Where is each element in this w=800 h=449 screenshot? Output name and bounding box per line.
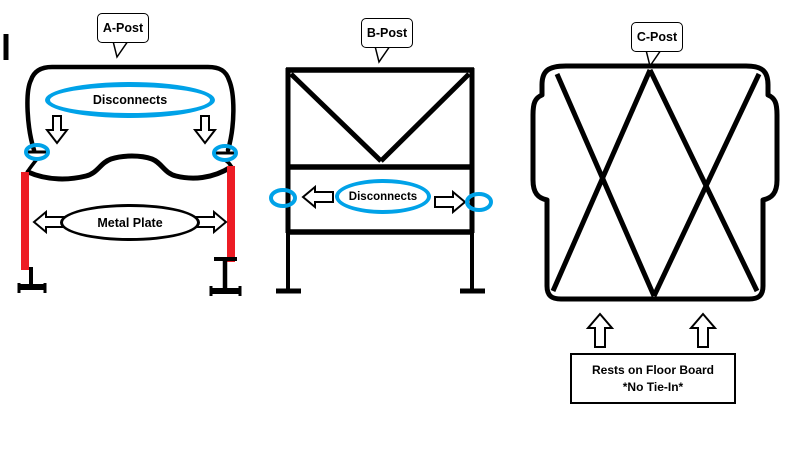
floor-note-line2: *No Tie-In* xyxy=(622,380,684,394)
up-arrow-icon xyxy=(688,312,718,348)
a-post-disconnects-label: Disconnects xyxy=(45,82,215,118)
disconnect-marker-icon xyxy=(24,143,50,161)
metal-plate-bar-right xyxy=(227,166,235,262)
b-post-label: B-Post xyxy=(361,18,413,48)
b-post-diagonal-brace-left xyxy=(289,72,383,163)
a-post-label: A-Post xyxy=(97,13,149,43)
disconnect-marker-icon xyxy=(465,192,493,212)
disconnect-marker-icon xyxy=(269,188,297,208)
b-post-disconnects-label: Disconnects xyxy=(335,179,431,214)
c-post-cross-brace xyxy=(554,72,657,298)
right-arrow-icon xyxy=(195,209,228,235)
floor-note-box: Rests on Floor Board *No Tie-In* xyxy=(570,353,736,404)
metal-plate-bar-left xyxy=(21,172,29,270)
disconnect-marker-icon xyxy=(212,144,238,162)
metal-plate-label: Metal Plate xyxy=(60,204,200,241)
c-post-cross-brace xyxy=(647,68,760,293)
left-arrow-icon xyxy=(301,184,334,210)
down-arrow-icon xyxy=(44,115,70,145)
down-arrow-icon xyxy=(192,115,218,145)
a-post-dash-cowl-curve xyxy=(25,153,234,182)
b-post-callout-tail xyxy=(374,45,392,64)
right-arrow-icon xyxy=(434,189,467,215)
up-arrow-icon xyxy=(585,312,615,348)
b-post-diagonal-brace-right xyxy=(379,72,471,163)
c-post-cross-brace xyxy=(550,68,653,293)
c-post-frame xyxy=(530,63,780,302)
a-post-frame xyxy=(25,64,236,153)
a-post-callout-tail xyxy=(112,40,130,59)
c-post-label: C-Post xyxy=(631,22,683,52)
floor-note-line1: Rests on Floor Board xyxy=(591,363,714,377)
